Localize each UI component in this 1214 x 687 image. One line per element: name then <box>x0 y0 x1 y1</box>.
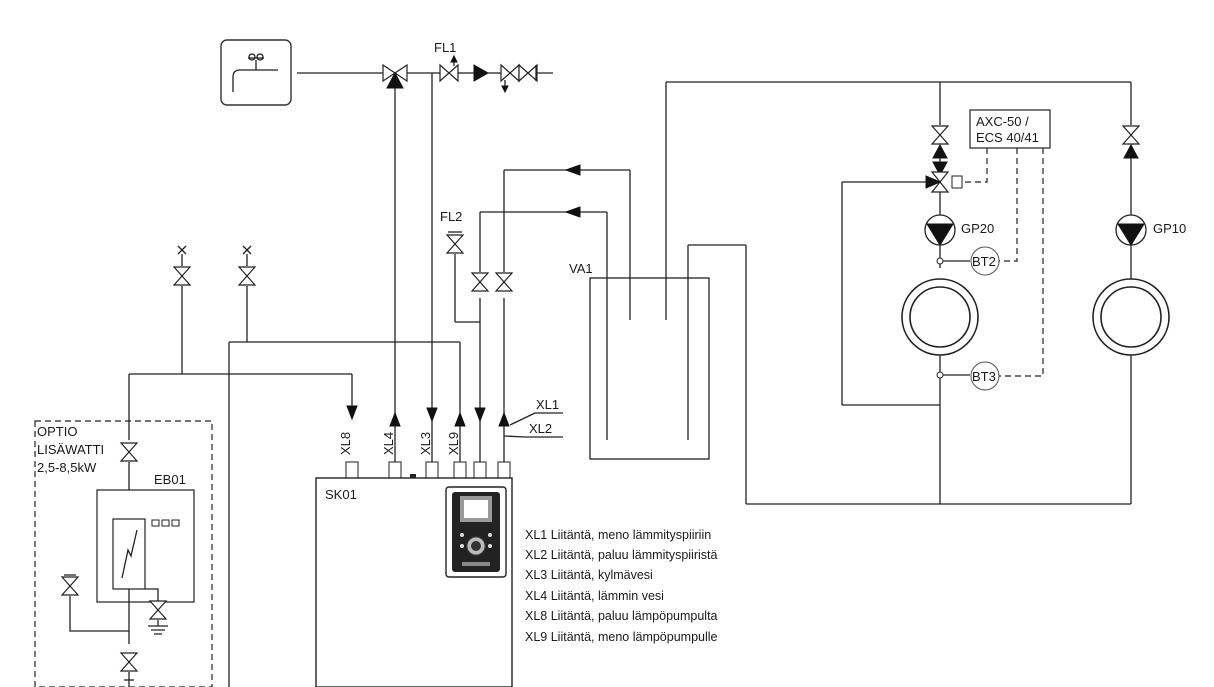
label-xl4: XL4 <box>381 432 396 455</box>
label-gp20: GP20 <box>961 221 994 236</box>
vent-valve-1 <box>173 266 191 286</box>
control-panel-display <box>445 486 507 578</box>
label-eb01: EB01 <box>154 472 186 487</box>
vent-icon <box>242 245 252 255</box>
legend-item: XL8 Liitäntä, paluu lämpöpumpulta <box>525 609 718 623</box>
label-axc-line2: ECS 40/41 <box>976 130 1039 145</box>
valve-xl1 <box>471 272 489 292</box>
check-valve-cold <box>518 64 538 82</box>
label-xl1: XL1 <box>536 397 559 412</box>
label-fl2: FL2 <box>440 209 462 224</box>
valve-cold-inlet <box>500 64 520 82</box>
label-xl8: XL8 <box>338 432 353 455</box>
legend-item: XL2 Liitäntä, paluu lämmityspiiristä <box>525 548 717 562</box>
electric-heater-icon <box>112 518 146 590</box>
label-optio-3: 2,5-8,5kW <box>37 460 97 475</box>
label-xl9: XL9 <box>446 432 461 455</box>
valve-gp20-supply <box>931 125 949 145</box>
label-xl3: XL3 <box>418 432 433 455</box>
legend-item: XL9 Liitäntä, meno lämpöpumpulle <box>525 630 718 644</box>
label-va1: VA1 <box>569 261 593 276</box>
circulation-pump-icon <box>924 214 956 246</box>
valve-gp10 <box>1122 125 1140 145</box>
legend: XL1 Liitäntä, meno lämmityspiiriin XL2 L… <box>525 528 718 644</box>
safety-valve-fl2 <box>446 234 464 254</box>
vent-valve-2 <box>238 266 256 286</box>
circulation-pump-icon <box>1115 214 1147 246</box>
drain-valve <box>149 600 167 620</box>
water-tap-icon <box>220 39 292 106</box>
label-axc-line1: AXC-50 / <box>976 114 1029 129</box>
valve-eb01-inlet <box>120 442 138 462</box>
label-bt2: BT2 <box>972 254 996 269</box>
mixing-valve-fl-inlet <box>382 63 408 89</box>
label-optio-2: LISÄWATTI <box>37 442 104 457</box>
valve-eb01-outlet <box>120 652 138 672</box>
legend-item: XL4 Liitäntä, lämmin vesi <box>525 589 664 603</box>
option-zone <box>34 420 213 687</box>
legend-item: XL1 Liitäntä, meno lämmityspiiriin <box>525 528 711 542</box>
label-optio-1: OPTIO <box>37 424 77 439</box>
label-xl2: XL2 <box>529 421 552 436</box>
vent-icon <box>177 245 187 255</box>
mixing-valve-shunt <box>925 171 963 193</box>
label-fl1: FL1 <box>434 40 456 55</box>
label-sk01: SK01 <box>325 487 357 502</box>
label-bt3: BT3 <box>972 369 996 384</box>
controller-axc <box>969 109 1051 149</box>
label-gp10: GP10 <box>1153 221 1186 236</box>
legend-item: XL3 Liitäntä, kylmävesi <box>525 568 653 582</box>
safety-valve-fl1 <box>439 64 459 82</box>
safety-valve-eb01 <box>61 576 79 596</box>
buffer-tank-va1 <box>589 277 710 460</box>
valve-xl2 <box>495 272 513 292</box>
